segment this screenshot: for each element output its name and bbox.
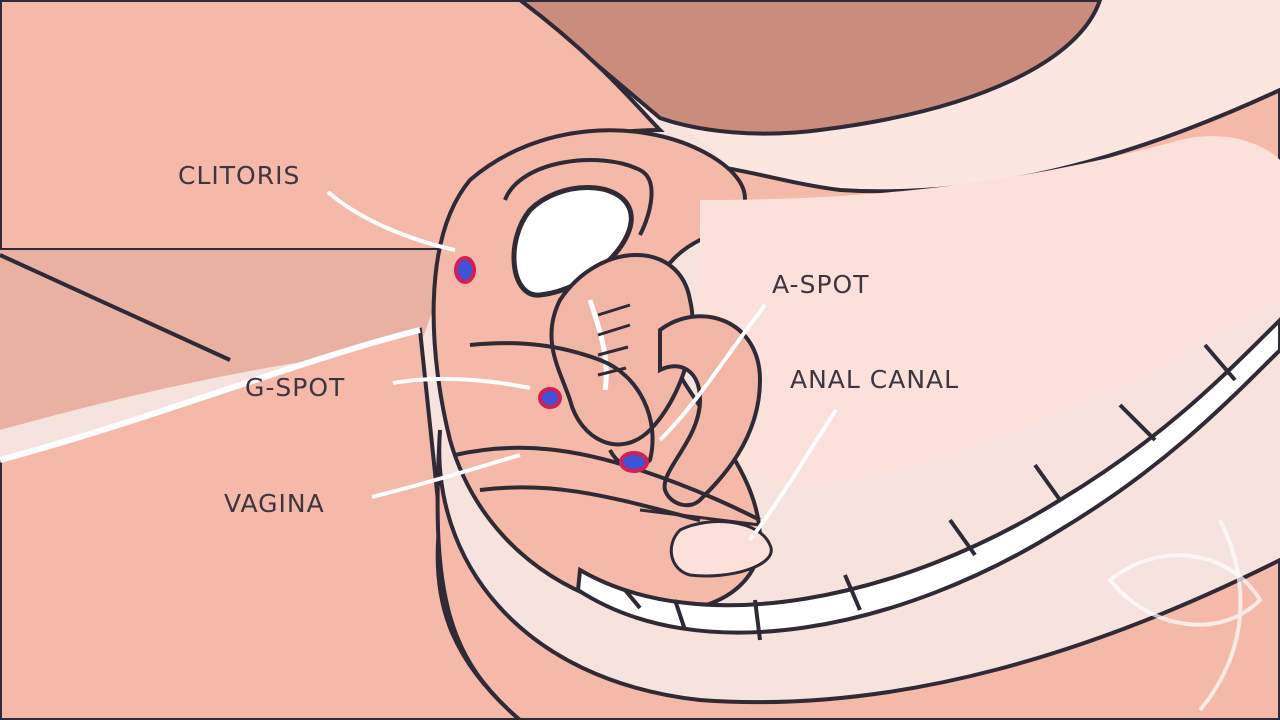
leader-vagina — [371, 453, 521, 499]
thigh-highlight — [0, 327, 421, 463]
watermark-leaf-icon — [1107, 519, 1263, 712]
leader-g-spot — [392, 376, 531, 390]
rectum — [658, 314, 763, 508]
spot-marker-icon — [454, 256, 476, 284]
bladder-outer-line — [503, 158, 654, 236]
leader-anal-canal — [748, 408, 838, 542]
left-contour-line — [0, 253, 231, 362]
label-clitoris: CLITORIS — [178, 161, 301, 190]
buttock-region — [435, 429, 1280, 720]
spot-marker-icon — [619, 451, 649, 473]
spine — [575, 317, 1280, 641]
leader-clitoris — [326, 190, 456, 252]
label-vagina: VAGINA — [224, 489, 325, 518]
uterus-lining — [597, 303, 631, 377]
spine-bone-icon — [575, 317, 1280, 635]
pelvic-cavity — [700, 136, 1280, 484]
leader-lines — [326, 190, 838, 542]
vertebra-joints — [623, 343, 1237, 641]
anal-line — [639, 508, 761, 527]
uterus-highlight — [587, 299, 609, 391]
label-anal-canal: ANAL CANAL — [790, 365, 960, 394]
leader-a-spot — [658, 303, 767, 442]
spot-markers — [454, 256, 649, 473]
left-wedge — [0, 250, 450, 430]
label-a-spot: A-SPOT — [772, 270, 870, 299]
spot-marker-icon — [538, 387, 562, 409]
upper-thigh-shadow — [516, 0, 1103, 136]
label-g-spot: G-SPOT — [245, 373, 346, 402]
